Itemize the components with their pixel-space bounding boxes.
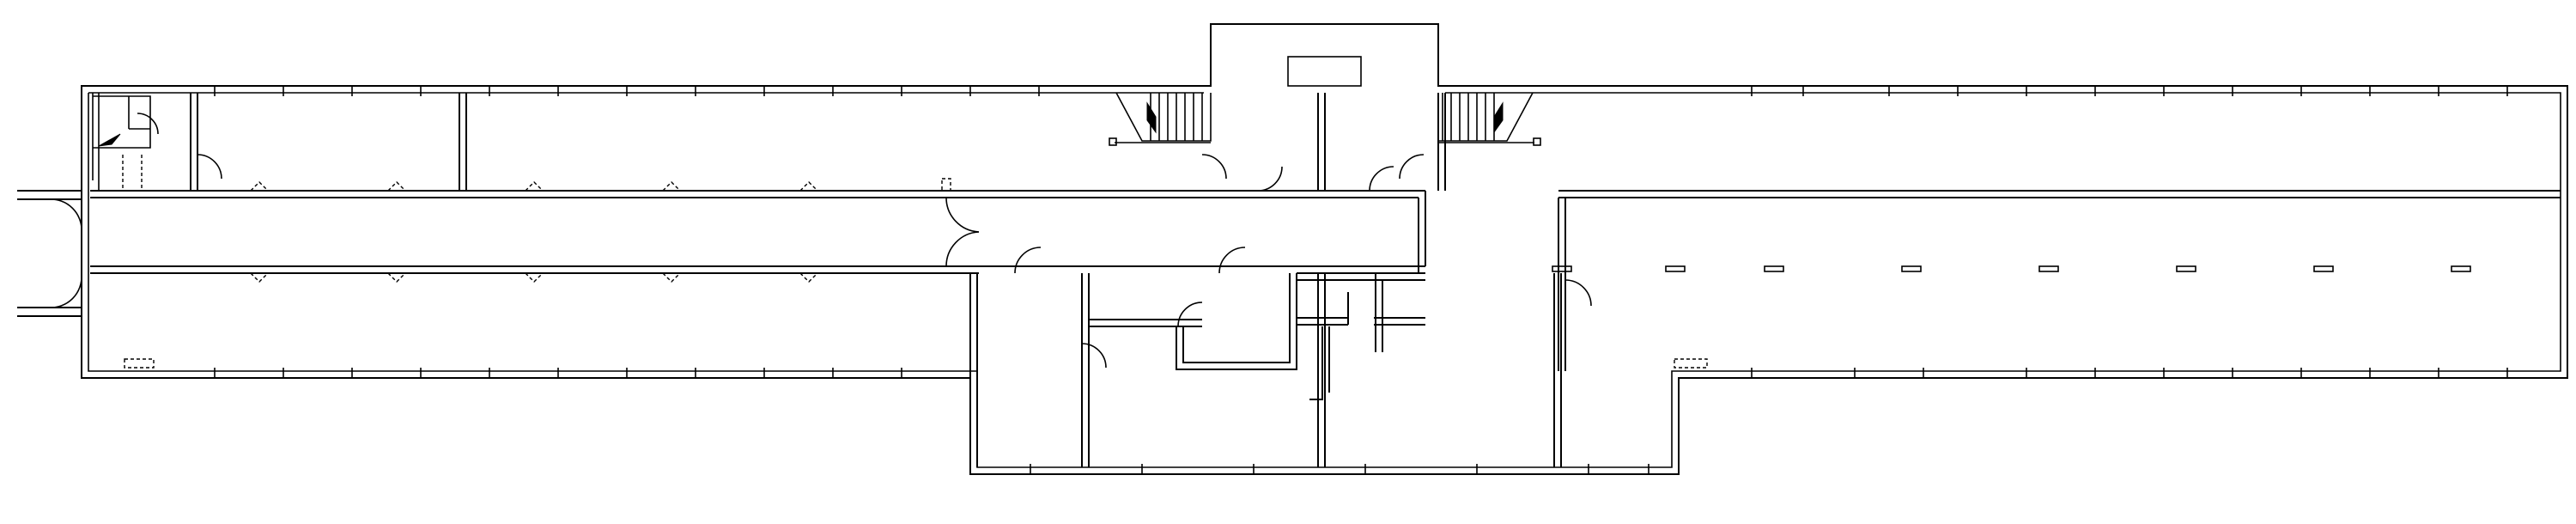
- west-entrance: [17, 190, 82, 317]
- window-marks: [214, 86, 2508, 474]
- ceiling-fixtures: [124, 178, 1708, 369]
- stairs-east: [1437, 92, 1541, 146]
- north-rooms: [92, 93, 1446, 191]
- northwest-utility: [93, 95, 151, 189]
- east-light-marks: [1552, 265, 2471, 272]
- north-annex: [1287, 56, 1362, 87]
- corridors: [90, 190, 2561, 371]
- doors: [48, 113, 1592, 369]
- window-mark-icon: [214, 86, 1040, 96]
- stair-arrow-icon: [1146, 101, 1157, 134]
- stair-arrow-icon: [98, 133, 121, 147]
- south-rooms: [969, 272, 1562, 467]
- stairs-west: [1109, 92, 1212, 146]
- stair-arrow-icon: [1493, 101, 1504, 134]
